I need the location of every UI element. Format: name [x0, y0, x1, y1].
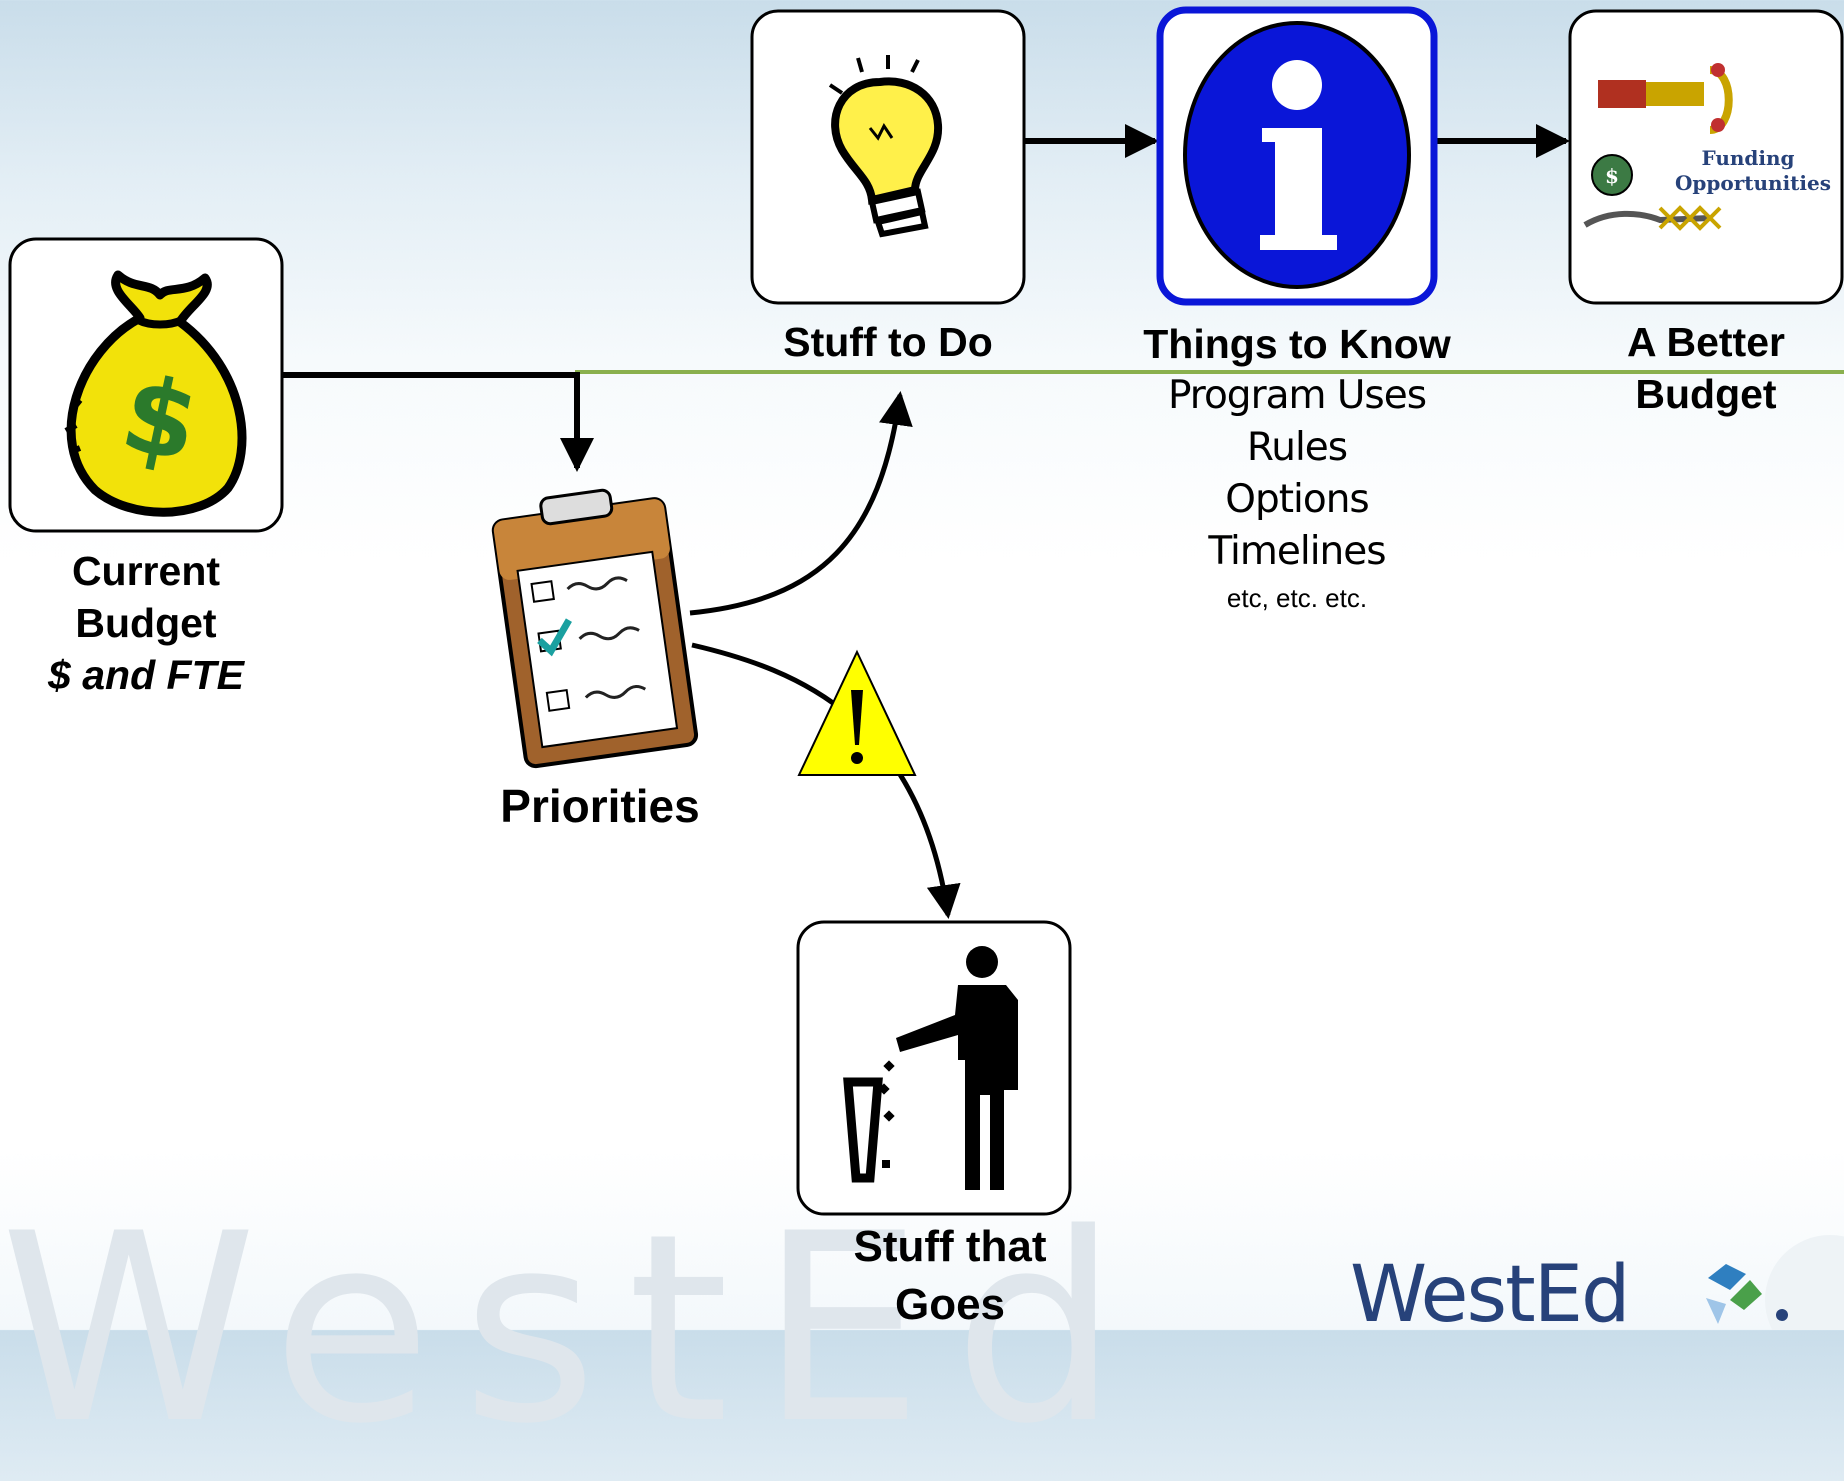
current-budget-title-1: Current [71, 548, 221, 594]
current-budget-subtitle: $ and FTE [48, 652, 244, 698]
know-footnote: etc, etc. etc. [1226, 583, 1368, 613]
funding-image-text-2: Opportunities [1675, 171, 1831, 195]
stuff-to-do-node [750, 9, 1026, 305]
diagram-canvas: $ [8, 6, 1844, 1330]
current-budget-node: $ [8, 237, 284, 533]
know-item-timelines: Timelines [1208, 529, 1386, 574]
better-budget-node: $ [1568, 9, 1844, 305]
better-budget-title-2: Budget [1635, 371, 1777, 417]
funding-opportunities-image: $ [1583, 63, 1733, 231]
better-budget-title-1: A Better [1627, 319, 1785, 365]
wested-logo-mark [1706, 1235, 1844, 1330]
clipboard-icon [491, 488, 699, 769]
connector-priorities-to-stuff-that-goes [691, 642, 961, 919]
stuff-that-goes-node [796, 920, 1072, 1216]
warning-icon [797, 649, 917, 776]
trash-person-icon [843, 946, 1018, 1190]
connector-priorities-to-stuff-to-do [689, 391, 913, 616]
wested-logo: WestEd [1350, 1250, 1631, 1340]
stuff-that-goes-title-1: Stuff that [853, 1222, 1047, 1271]
know-item-rules: Rules [1246, 425, 1348, 470]
know-item-options: Options [1225, 477, 1369, 522]
things-to-know-node [1156, 6, 1438, 306]
things-to-know-title: Things to Know [1143, 321, 1451, 367]
svg-text:$: $ [1605, 164, 1619, 188]
info-icon [1183, 21, 1411, 289]
light-bulb-icon [828, 55, 943, 238]
stuff-that-goes-title-2: Goes [894, 1280, 1006, 1329]
priorities-title: Priorities [500, 780, 700, 832]
connector-budget-to-priorities [283, 372, 594, 472]
current-budget-title-2: Budget [75, 600, 217, 646]
funding-image-text-1: Funding [1701, 146, 1794, 170]
stuff-to-do-title: Stuff to Do [783, 319, 993, 365]
money-bag-icon: $ [64, 270, 247, 517]
know-item-program-uses: Program Uses [1167, 373, 1427, 418]
